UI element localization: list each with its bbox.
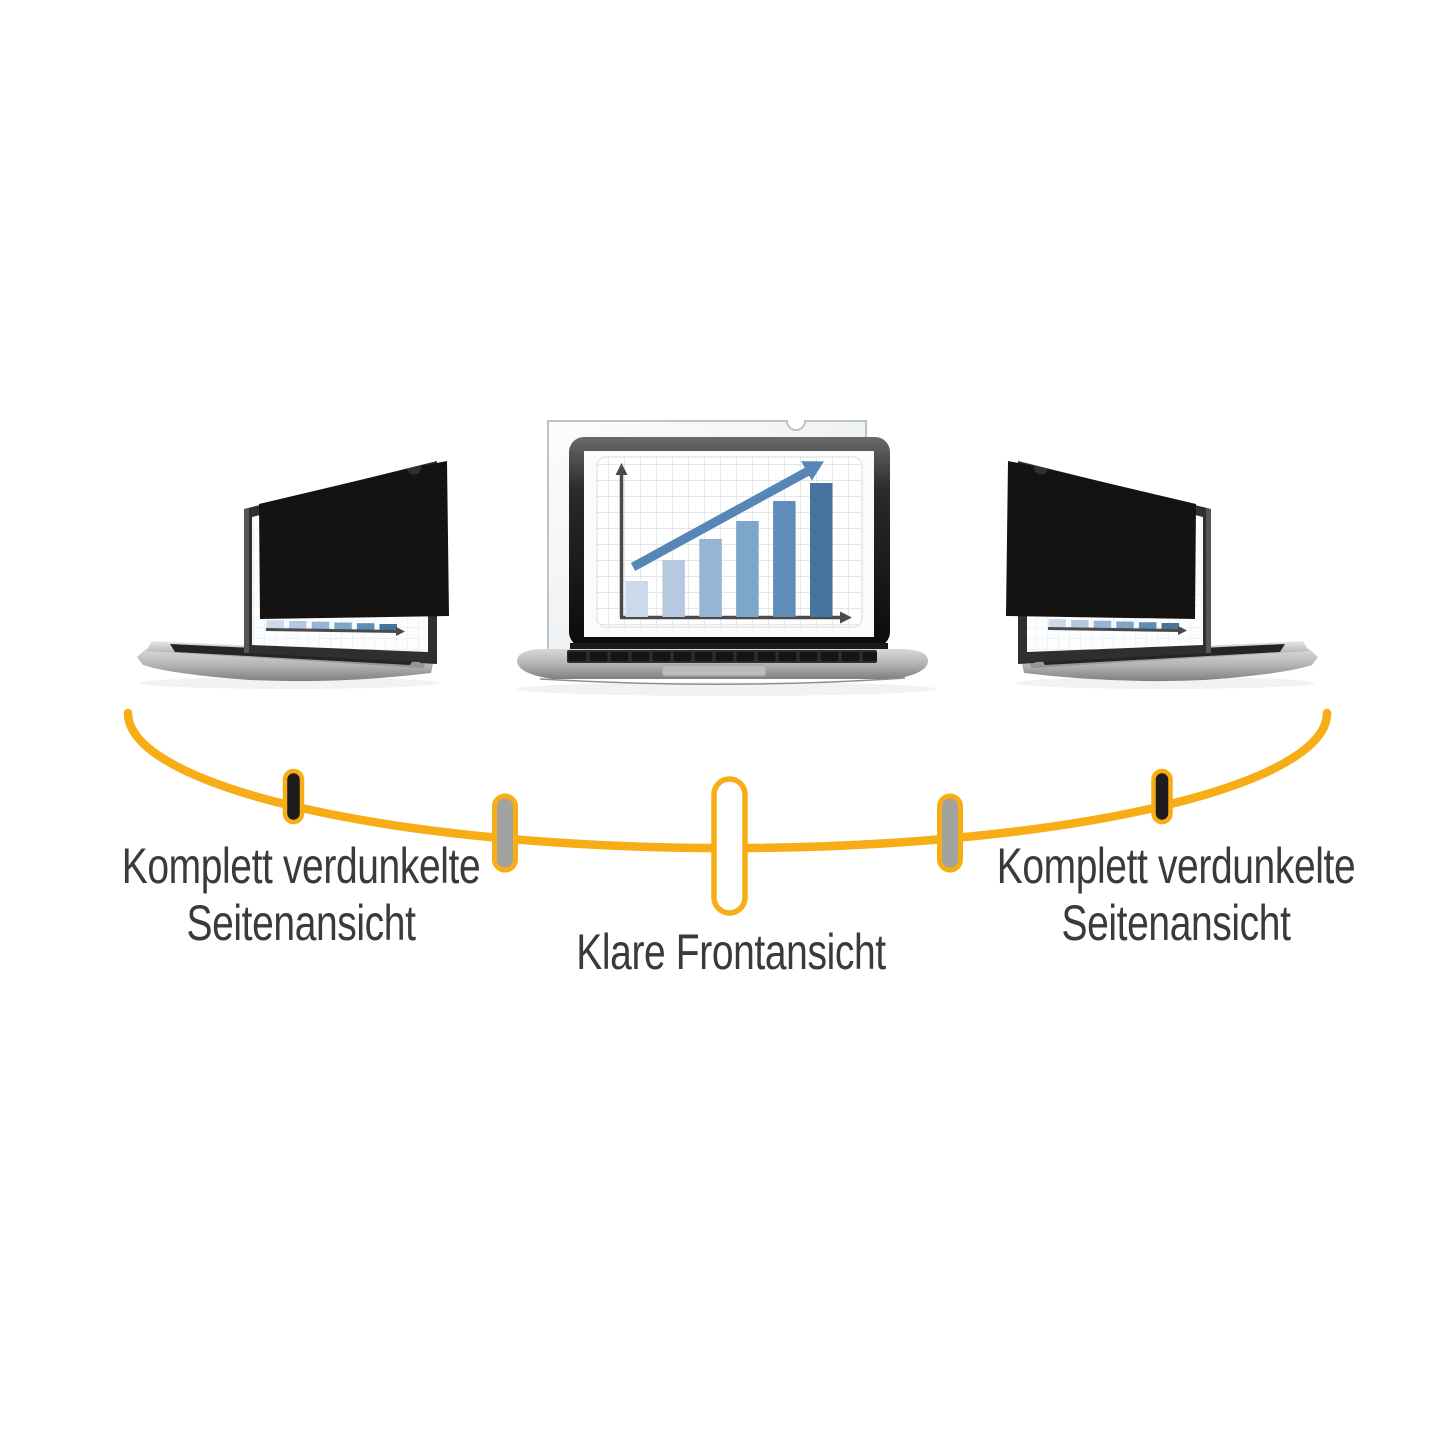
sliver-bars [266, 620, 397, 632]
sliver-bar [356, 623, 375, 632]
x-axis [265, 628, 398, 633]
label-side-view-right: Komplett verdunkelte Seitenansicht [981, 838, 1371, 952]
x-axis-arrow-icon [840, 611, 852, 624]
chart-bar [773, 501, 796, 617]
sliver-bars [1048, 619, 1179, 631]
x-axis [1047, 627, 1180, 632]
chart-bar [810, 483, 833, 617]
chart-bar [625, 581, 648, 617]
laptop-shadow [517, 682, 937, 696]
angle-marker-mid-left [492, 793, 518, 873]
x-axis-arrow-icon [1178, 626, 1187, 635]
x-axis-arrow-icon [396, 627, 405, 636]
chart-bar [699, 539, 722, 617]
sliver-bar [1093, 620, 1112, 629]
chart-bar [736, 521, 759, 617]
side-screen-sliver-left [265, 620, 405, 636]
laptop-side-right [1006, 461, 1318, 689]
angle-marker-mid-right [937, 793, 963, 873]
angle-marker-far-left [282, 768, 305, 825]
y-axis-arrow-icon [615, 463, 628, 475]
sliver-bar [1116, 621, 1134, 630]
sliver-bar [334, 622, 352, 631]
label-front-view: Klare Frontansicht [536, 924, 926, 981]
chart-bar [662, 560, 685, 617]
laptop-side-left [137, 461, 449, 689]
sliver-bar [289, 621, 307, 629]
sliver-bar [379, 624, 397, 632]
side-screen-sliver-right [1047, 619, 1187, 635]
keyboard [567, 650, 877, 663]
touchpad [661, 664, 767, 677]
angle-marker-center [711, 776, 748, 916]
label-line: Komplett verdunkelte [121, 838, 481, 894]
sliver-bar [1138, 622, 1157, 631]
label-line: Seitenansicht [186, 895, 416, 951]
label-line: Komplett verdunkelte [996, 838, 1356, 894]
hinge [570, 643, 888, 651]
laptop-center [517, 420, 937, 696]
sliver-bar [266, 620, 284, 629]
sliver-bar [1071, 620, 1089, 628]
label-line: Seitenansicht [1061, 895, 1291, 951]
label-line: Klare Frontansicht [576, 924, 886, 980]
sliver-bar [311, 621, 330, 630]
label-side-view-left: Komplett verdunkelte Seitenansicht [106, 838, 496, 952]
trend-arrow [630, 461, 824, 571]
angle-marker-far-right [1151, 768, 1173, 825]
trend-arrowhead-icon [801, 461, 824, 481]
sliver-bar [1048, 619, 1066, 628]
center-chart-bars [625, 483, 833, 617]
sliver-bar [1161, 623, 1179, 631]
